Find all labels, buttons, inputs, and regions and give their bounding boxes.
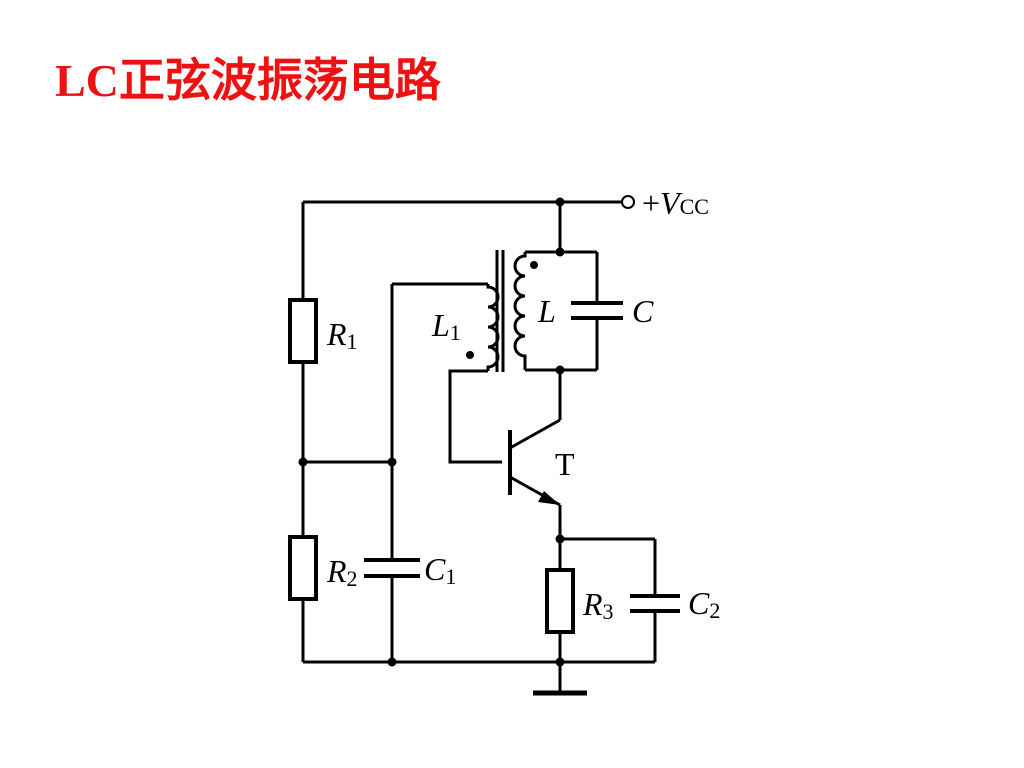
emitter-network <box>545 537 680 662</box>
resistor-r3 <box>545 568 575 634</box>
capacitor-c2 <box>630 594 680 613</box>
polarity-dot-l1 <box>466 351 474 359</box>
label-c: C <box>632 293 654 329</box>
label-r3: R3 <box>582 586 614 624</box>
supply-rail <box>303 195 635 209</box>
resistor-r2 <box>288 535 318 601</box>
label-transistor: T <box>555 446 575 482</box>
label-r2: R2 <box>326 553 358 591</box>
slide-title: LC正弦波振荡电路 <box>55 55 441 106</box>
bias-divider <box>288 202 318 662</box>
inductor-l <box>513 252 527 370</box>
transistor-t <box>508 418 562 539</box>
label-l1: L1 <box>431 307 461 345</box>
transformer <box>448 250 538 464</box>
label-c1: C1 <box>424 551 456 589</box>
emitter-arrow <box>538 491 560 505</box>
resistor-r1 <box>288 298 318 364</box>
capacitor-c1 <box>364 558 420 578</box>
label-l: L <box>537 293 556 329</box>
polarity-dot-l <box>530 261 538 269</box>
base-bias-wiring <box>303 282 488 662</box>
capacitor-c <box>571 301 623 320</box>
label-c2: C2 <box>688 585 720 623</box>
junctions <box>298 197 565 667</box>
label-vcc: +VCC <box>642 185 709 221</box>
label-r1: R1 <box>326 316 358 354</box>
vcc-terminal <box>621 195 635 209</box>
ground <box>303 660 655 696</box>
